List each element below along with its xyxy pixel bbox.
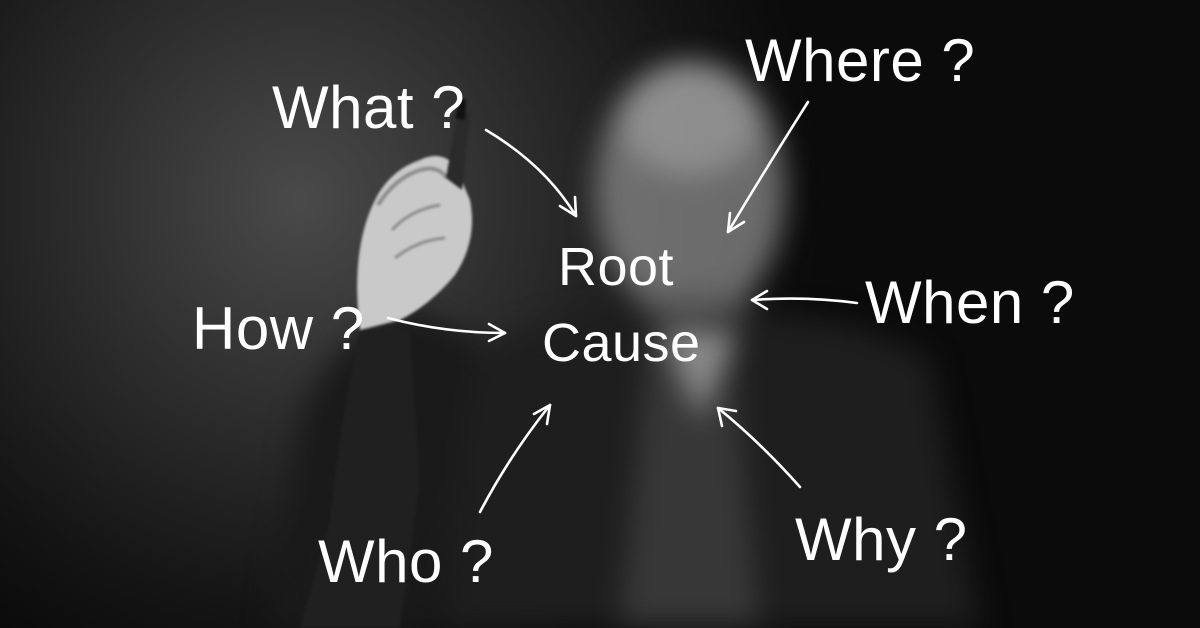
center-cause: Cause: [542, 313, 701, 373]
arrow-why: [716, 406, 802, 489]
arrow-how: [386, 316, 507, 343]
question-what: What ?: [272, 74, 466, 141]
center-root: Root: [558, 237, 675, 297]
arrow-who: [478, 403, 552, 514]
arrow-where: [726, 100, 810, 234]
question-why: Why ?: [795, 506, 968, 573]
question-when: When ?: [865, 269, 1075, 336]
question-how: How ?: [192, 295, 365, 362]
arrow-when: [750, 289, 859, 311]
question-where: Where ?: [745, 27, 976, 94]
arrow-what: [484, 128, 578, 218]
question-who: Who ?: [318, 528, 494, 595]
